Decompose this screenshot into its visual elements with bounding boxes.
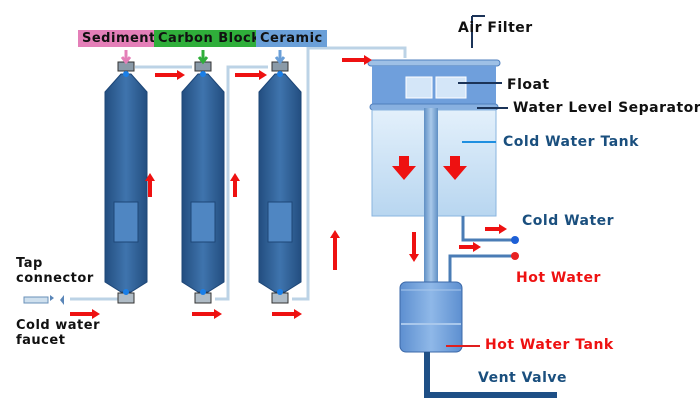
flow-arrows xyxy=(70,55,507,319)
hot-water-label: Hot Water xyxy=(516,270,601,286)
flow-arrow-cold-water xyxy=(485,224,507,234)
cold-water-faucet-line1: Cold water xyxy=(16,318,100,333)
ceramic-tag: Ceramic xyxy=(256,30,327,47)
cold-water-label: Cold Water xyxy=(522,213,615,229)
water-level-separator-label: Water Level Separator xyxy=(513,100,700,116)
pipe-carbon-to-ceramic xyxy=(215,65,268,301)
flow-arrow-up-ceramic xyxy=(330,230,340,270)
cold-water-tank-label: Cold Water Tank xyxy=(503,134,639,150)
filter-window xyxy=(190,201,216,243)
pipe-ceramic-to-tank xyxy=(292,46,407,301)
vent-valve-pipe xyxy=(424,352,557,398)
cold-water-tap xyxy=(511,236,519,244)
hot-water-outlet-pipe xyxy=(448,254,512,288)
cold-water-faucet-label: Cold water faucet xyxy=(16,318,100,348)
tag-pointers xyxy=(120,50,286,65)
cold-water-outlet-pipe xyxy=(461,216,512,242)
sediment-tag: Sediment xyxy=(78,30,160,47)
flow-arrow-into-tank xyxy=(342,55,372,65)
flow-arrow-down-central xyxy=(409,232,419,262)
flow-arrow-carbon-ceramic xyxy=(235,70,267,80)
carbon-block-filter xyxy=(181,61,225,304)
central-pipe xyxy=(424,108,438,288)
hot-water-tank-label: Hot Water Tank xyxy=(485,337,614,353)
flow-arrow-hot-water xyxy=(459,242,481,252)
hot-water-tap xyxy=(511,252,519,260)
tap-connector-line2: connector xyxy=(16,271,94,286)
water-level-separator-tank xyxy=(367,59,501,111)
flow-arrow-ceramic-out xyxy=(272,309,302,319)
air-filter-label: Air Filter xyxy=(458,20,533,36)
sediment-filter xyxy=(104,61,148,304)
cold-water-faucet-line2: faucet xyxy=(16,333,66,348)
flow-arrow-inlet xyxy=(70,309,100,319)
connecting-pipes xyxy=(70,46,407,301)
flow-arrow-up-carbon xyxy=(230,173,240,197)
flow-arrow-up-sediment xyxy=(145,173,155,197)
float-left xyxy=(405,76,433,99)
carbon-block-tag: Carbon Block xyxy=(154,30,265,47)
tap-connector-graphic xyxy=(23,295,64,305)
float-right xyxy=(435,76,467,99)
hot-water-tank xyxy=(399,281,463,353)
pointer-lines xyxy=(446,15,508,347)
vent-valve-label: Vent Valve xyxy=(478,370,568,386)
float-label: Float xyxy=(507,77,550,93)
ceramic-filter xyxy=(258,61,302,304)
filter-window xyxy=(267,201,293,243)
flow-arrow-cold-tank-left xyxy=(392,156,416,180)
flow-arrow-cold-tank-right xyxy=(443,156,467,180)
flow-arrow-carbon-out xyxy=(192,309,222,319)
flow-arrow-sediment-carbon xyxy=(155,70,185,80)
filter-window xyxy=(113,201,139,243)
tap-connector-line1: Tap xyxy=(16,256,43,271)
tap-connector-label: Tap connector xyxy=(16,256,94,286)
